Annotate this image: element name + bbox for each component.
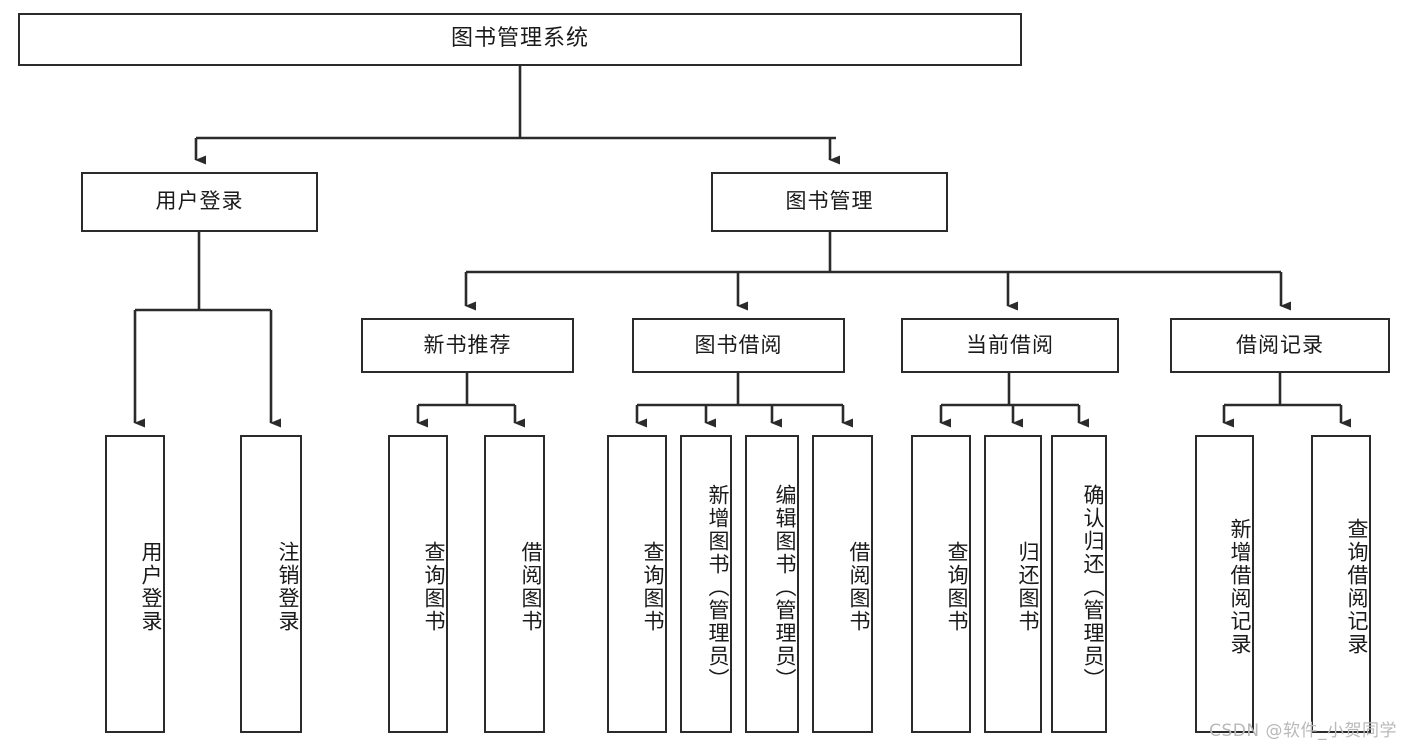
node-book-borrow[interactable]: 图书借阅 (632, 318, 845, 373)
node-label: 借阅记录 (1236, 332, 1324, 357)
node-leaf-edit-book-admin[interactable]: 编辑图书（管理员） (745, 435, 799, 733)
node-label: 新增借阅记录 (1228, 518, 1252, 656)
node-label: 新书推荐 (423, 332, 512, 357)
node-leaf-query-book-borrow[interactable]: 查询图书 (607, 435, 667, 733)
node-leaf-logout[interactable]: 注销登录 (240, 435, 302, 733)
node-label: 查询借阅记录 (1345, 518, 1369, 656)
node-current-borrow[interactable]: 当前借阅 (901, 318, 1119, 373)
node-leaf-add-borrow-record[interactable]: 新增借阅记录 (1195, 435, 1254, 733)
node-leaf-user-login[interactable]: 用户登录 (105, 435, 165, 733)
node-label: 图书借阅 (694, 332, 783, 357)
watermark: CSDN @软件_小贺同学 (1209, 721, 1397, 741)
node-label: 用户登录 (155, 189, 244, 214)
node-leaf-borrow-book-recommend[interactable]: 借阅图书 (484, 435, 545, 733)
node-label: 查询图书 (422, 541, 446, 633)
node-label: 编辑图书（管理员） (773, 483, 797, 691)
node-leaf-query-book-current[interactable]: 查询图书 (911, 435, 971, 733)
node-label: 当前借阅 (966, 332, 1054, 357)
node-label: 查询图书 (945, 541, 969, 633)
node-label: 查询图书 (641, 541, 665, 633)
node-root-book-management-system[interactable]: 图书管理系统 (18, 13, 1022, 66)
node-label: 新增图书（管理员） (706, 483, 730, 691)
node-label: 用户登录 (139, 541, 163, 633)
node-label: 归还图书 (1016, 541, 1040, 633)
node-label: 图书管理 (785, 189, 874, 214)
node-book-management[interactable]: 图书管理 (711, 172, 948, 232)
node-new-book-recommend[interactable]: 新书推荐 (361, 318, 574, 373)
node-user-login[interactable]: 用户登录 (81, 172, 318, 232)
node-borrow-record[interactable]: 借阅记录 (1170, 318, 1390, 373)
node-leaf-confirm-return-admin[interactable]: 确认归还（管理员） (1051, 435, 1107, 733)
node-leaf-add-book-admin[interactable]: 新增图书（管理员） (680, 435, 732, 733)
node-leaf-borrow-book[interactable]: 借阅图书 (812, 435, 873, 733)
node-label: 注销登录 (276, 541, 300, 633)
node-label: 图书管理系统 (450, 26, 589, 52)
node-label: 借阅图书 (519, 541, 543, 633)
node-label: 确认归还（管理员） (1081, 483, 1105, 691)
node-leaf-return-book[interactable]: 归还图书 (984, 435, 1042, 733)
node-leaf-query-borrow-record[interactable]: 查询借阅记录 (1311, 435, 1371, 733)
node-leaf-query-book-recommend[interactable]: 查询图书 (388, 435, 448, 733)
node-label: 借阅图书 (847, 541, 871, 633)
